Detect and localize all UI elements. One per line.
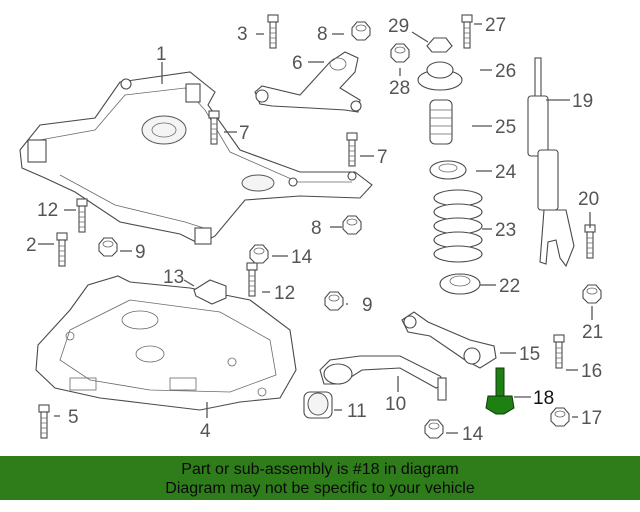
- callout-label: 14: [462, 424, 484, 445]
- bolt-part-16: [553, 334, 565, 369]
- bump-stop-25: [429, 99, 453, 145]
- control-arm-10: [319, 355, 447, 401]
- nut-part-14-lower: [424, 419, 444, 439]
- callout-label: 27: [485, 15, 506, 36]
- callout-label: 22: [499, 276, 520, 297]
- bolt-part-20: [584, 224, 596, 259]
- callout-label: 28: [389, 78, 410, 99]
- callout-label: 12: [37, 200, 58, 221]
- suspension-parts-diagram: 1 2 3 4 5 6 7 7 8 8 9 9 10 11 12 12 13 1…: [19, 14, 603, 445]
- callout-label: 16: [581, 361, 602, 382]
- callout-label: 6: [292, 53, 303, 74]
- callout-label: 7: [377, 147, 388, 168]
- nut-part-9-lower: [324, 291, 344, 311]
- callout-label: 7: [239, 123, 250, 144]
- callout-label: 25: [495, 117, 516, 138]
- callout-label: 19: [572, 91, 593, 112]
- callout-label: 17: [581, 408, 602, 429]
- bushing-11: [303, 391, 333, 419]
- banner-disclaimer-line: Diagram may not be specific to your vehi…: [165, 480, 475, 497]
- bolt-part-7-lower: [346, 132, 358, 167]
- callout-label: 24: [495, 162, 517, 183]
- spring-seat-24: [429, 160, 467, 180]
- highlighted-part-18: [485, 367, 515, 415]
- callout-label: 1: [156, 44, 167, 65]
- callout-label: 23: [495, 220, 516, 241]
- bolt-part-27: [461, 14, 473, 49]
- callout-labels: 1 2 3 4 5 6 7 7 8 8 9 9 10 11 12 12 13 1…: [26, 15, 603, 445]
- callout-label: 8: [311, 218, 322, 239]
- part-info-banner: Part or sub-assembly is #18 in diagram D…: [0, 456, 640, 500]
- callout-label: 15: [519, 344, 540, 365]
- callout-label: 8: [317, 24, 328, 45]
- coil-spring-23: [433, 189, 483, 263]
- upper-control-arm: [254, 51, 362, 113]
- nut-part-21: [582, 284, 602, 304]
- nut-part-9-upper: [98, 237, 118, 257]
- nut-part-14-upper: [249, 244, 269, 264]
- callout-label: 9: [135, 242, 146, 263]
- banner-part-line: Part or sub-assembly is #18 in diagram: [181, 461, 459, 478]
- subframe-assembly: [19, 71, 373, 245]
- callout-label: 10: [385, 394, 406, 415]
- callout-label: 20: [578, 189, 599, 210]
- bolt-part-2: [56, 232, 68, 267]
- callout-label: 14: [291, 247, 313, 268]
- strut-mount-26: [417, 61, 463, 91]
- callout-label: 9: [362, 295, 373, 316]
- callout-label: 21: [582, 322, 603, 343]
- control-arm-15: [401, 311, 497, 369]
- callout-label-highlighted: 18: [533, 388, 554, 409]
- callout-label: 13: [163, 267, 184, 288]
- callout-label: 12: [274, 283, 295, 304]
- strut-mount-29: [426, 37, 453, 53]
- callout-label: 11: [347, 401, 367, 422]
- bolt-part-3: [267, 14, 279, 49]
- nut-part-17: [550, 407, 570, 427]
- callout-label: 3: [237, 24, 248, 45]
- callout-label: 26: [495, 61, 516, 82]
- bolt-part-5: [38, 404, 50, 439]
- callout-label: 29: [388, 16, 409, 37]
- nut-part-8-lower: [342, 215, 362, 235]
- spring-seat-22: [439, 273, 481, 295]
- nut-part-28: [390, 43, 410, 63]
- bolt-part-7-upper: [208, 110, 220, 145]
- shock-absorber-19: [527, 57, 575, 268]
- callout-label: 2: [26, 235, 37, 256]
- callout-label: 4: [200, 421, 211, 442]
- skid-plate: [35, 275, 297, 411]
- bolt-part-12-right: [246, 262, 258, 297]
- callout-leaders: [38, 23, 593, 434]
- callout-label: 5: [68, 407, 79, 428]
- bracket-part-13: [193, 279, 227, 305]
- bolt-part-12-left: [76, 198, 88, 233]
- nut-part-8-upper: [351, 21, 371, 41]
